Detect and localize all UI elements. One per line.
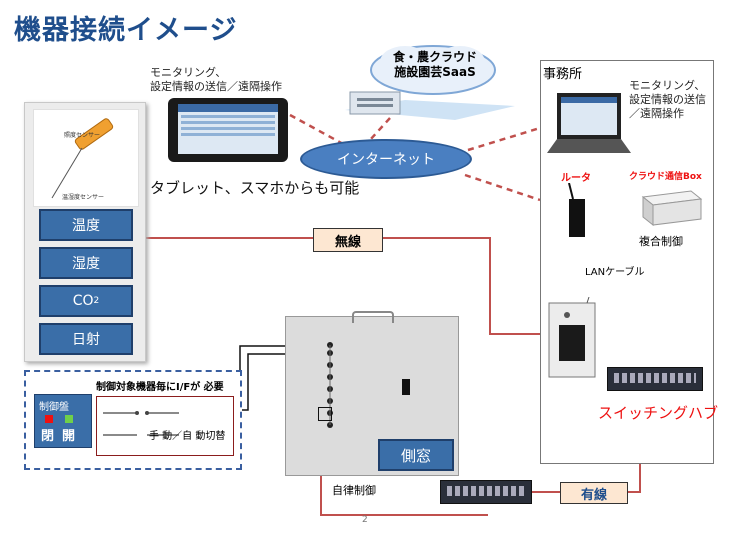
page-number: 2 (362, 515, 368, 525)
cabinet-handle (352, 311, 394, 323)
bottom-switching-hub-icon (440, 480, 532, 504)
cloud-saas-icon (345, 45, 515, 120)
switch-icon (103, 411, 179, 436)
control-panel: 制御盤 閉 開 (34, 394, 92, 448)
office-area: 事務所 モニタリング、 設定情報の送信 ／遠隔操作 ルータ クラウド通信Box … (540, 60, 714, 464)
open-label: 開 (62, 429, 76, 444)
page-title: 機器接続イメージ (14, 15, 238, 46)
internet-node: インターネット (300, 139, 472, 179)
cloud-box-label: クラウド通信Box (629, 172, 702, 182)
sensor-solar: 日射 (39, 323, 133, 355)
sensor-humidity: 湿度 (39, 247, 133, 279)
close-indicator (45, 415, 53, 423)
sensor-image: 照度センサー 温湿度センサー (33, 109, 139, 207)
office-caption: モニタリング、 設定情報の送信 ／遠隔操作 (629, 79, 706, 120)
tablet-note: タブレット、スマホからも可能 (150, 179, 360, 197)
toggle-switch: 手 動／自 動切替 (96, 396, 234, 456)
wireless-label: 無線 (313, 228, 383, 252)
router-label: ルータ (561, 173, 591, 184)
sensor-device-icon (51, 118, 114, 199)
cloud-label: 食・農クラウド 施設園芸SaaS (392, 50, 477, 79)
control-header: 制御対象機器毎にI/Fが 必要 (96, 382, 224, 393)
autonomous-label: 自律制御 (332, 484, 376, 497)
tablet-internet-link (289, 113, 346, 147)
toggle-label: 手 動／自 動切替 (149, 431, 226, 442)
composite-control-label: 複合制御 (639, 235, 683, 248)
cabinet-switch-icon (402, 379, 410, 395)
tablet-icon (168, 98, 288, 162)
side-window-cabinet: 側窓 (285, 311, 459, 476)
control-box: 制御対象機器毎にI/Fが 必要 制御盤 閉 開 手 動／自 動切替 (24, 370, 242, 470)
lan-cable-label: LANケーブル (585, 267, 645, 278)
cloud-internet-link (369, 117, 391, 141)
switching-hub-icon (607, 367, 703, 391)
terminal-block-icon (327, 342, 333, 428)
open-indicator (65, 415, 73, 423)
router-internet-link (464, 173, 541, 202)
office-internet-link (467, 126, 541, 152)
sensor-temperature: 温度 (39, 209, 133, 241)
switching-hub-label: スイッチングハブ (598, 404, 719, 422)
wired-label: 有線 (560, 482, 628, 504)
tablet-caption: モニタリング、 設定情報の送信／遠隔操作 (150, 66, 282, 93)
laptop-icon (547, 93, 631, 153)
terminal-marker (318, 407, 332, 421)
office-title: 事務所 (543, 67, 583, 82)
side-window-label: 側窓 (378, 439, 454, 471)
router-icon (568, 183, 585, 237)
cloud-box-icon (641, 190, 703, 227)
close-label: 閉 (41, 429, 55, 444)
controller-box-icon (548, 297, 596, 378)
